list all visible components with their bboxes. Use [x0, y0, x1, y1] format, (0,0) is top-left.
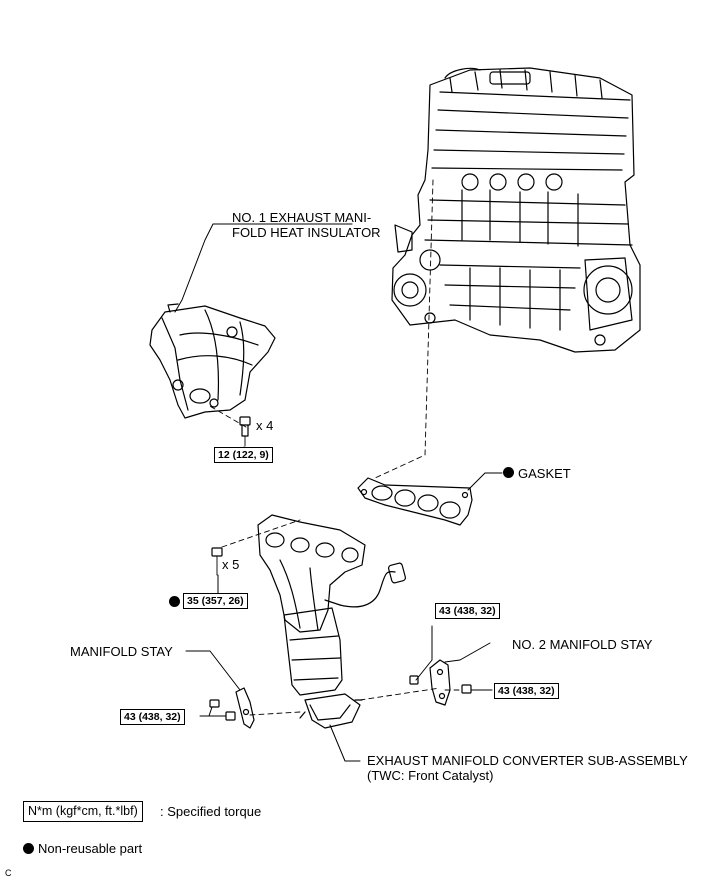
torque-legend-desc: : Specified torque: [160, 804, 262, 819]
insulator-bolt-qty: x 4: [256, 418, 274, 433]
converter-label-line1: EXHAUST MANIFOLD CONVERTER SUB-ASSEMBLY: [367, 753, 688, 768]
no2-manifold-stay-label: NO. 2 MANIFOLD STAY: [512, 637, 653, 652]
manifold-converter-illustration: [257, 514, 407, 729]
manifold-nut-qty: x 5: [222, 557, 240, 572]
insulator-bolt-illustration: [239, 416, 251, 447]
no2-manifold-stay-illustration: [409, 659, 472, 706]
alignment-lines: [207, 179, 463, 716]
manifold-nut-illustration: [211, 547, 223, 576]
insulator-label-line1: NO. 1 EXHAUST MANI-: [232, 210, 372, 225]
nonreusable-legend-icon: [23, 843, 34, 854]
manifold-stay-illustration: [209, 687, 255, 729]
nonreusable-legend-label: Non-reusable part: [38, 841, 143, 856]
gasket-nonreusable-icon: [503, 467, 514, 478]
corner-mark: C: [5, 868, 12, 878]
converter-label-line2: (TWC: Front Catalyst): [367, 768, 494, 783]
converter-label: EXHAUST MANIFOLD CONVERTER SUB-ASSEMBLY …: [367, 753, 688, 783]
no2-stay-upper-torque: 43 (438, 32): [435, 603, 500, 619]
insulator-bolt-torque: 12 (122, 9): [214, 447, 273, 463]
no2-stay-side-torque: 43 (438, 32): [494, 683, 559, 699]
insulator-label: NO. 1 EXHAUST MANI- FOLD HEAT INSULATOR: [232, 210, 381, 240]
stay-left-torque: 43 (438, 32): [120, 709, 185, 725]
insulator-label-line2: FOLD HEAT INSULATOR: [232, 225, 381, 240]
torque-unit-legend: N*m (kgf*cm, ft.*lbf): [23, 801, 143, 822]
manifold-nut-nonreusable-icon: [169, 596, 180, 607]
heat-insulator-illustration: [149, 303, 276, 419]
gasket-label: GASKET: [518, 466, 571, 481]
manifold-stay-label: MANIFOLD STAY: [70, 644, 173, 659]
engine-illustration: [391, 67, 641, 353]
manifold-nut-torque: 35 (357, 26): [183, 593, 248, 609]
gasket-illustration: [357, 477, 473, 526]
